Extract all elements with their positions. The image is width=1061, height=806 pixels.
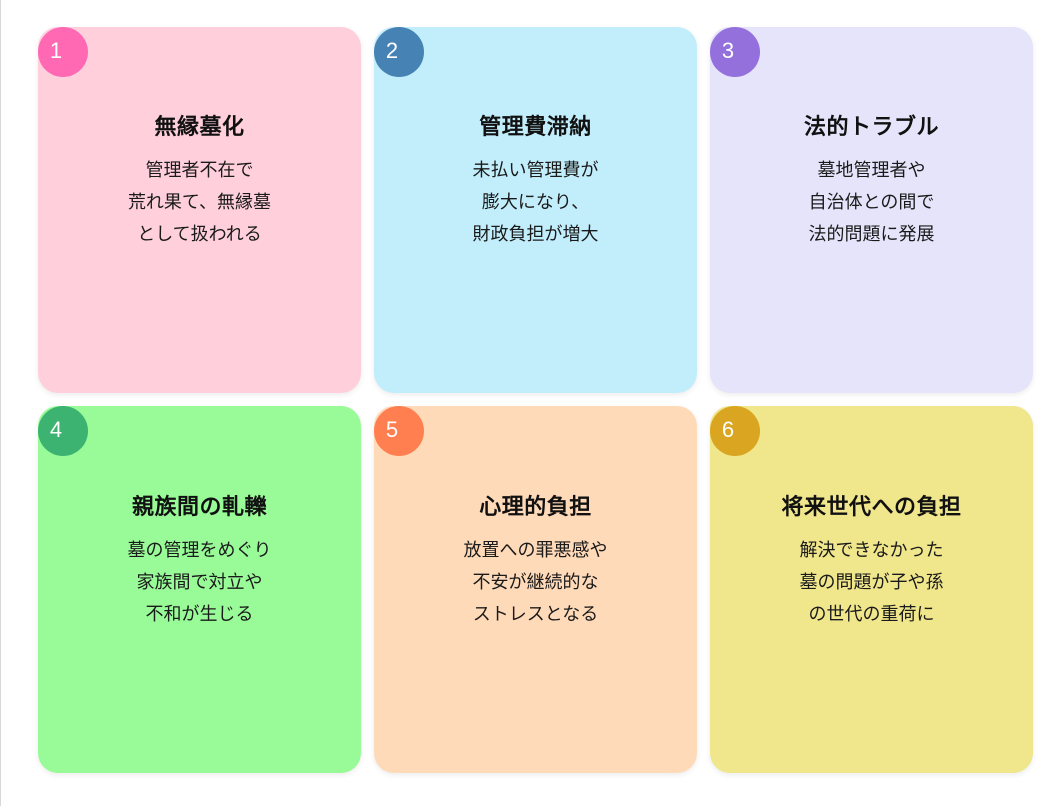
description-line: 自治体との間で <box>808 192 935 213</box>
description-line: 墓の管理をめぐり <box>127 539 272 561</box>
card-description: 未払い管理費が 膨大になり、 財政負担が増大 <box>473 155 599 251</box>
number-badge: 6 <box>710 406 760 456</box>
description-line: 家族間で対立や <box>136 571 263 593</box>
problem-card-6: 6 将来世代への負担 解決できなかった 墓の問題が子や孫 の世代の重荷に <box>710 406 1033 773</box>
card-description: 管理者不在で 荒れ果て、無縁墓 として扱われる <box>128 155 271 251</box>
description-line: 法的問題に発展 <box>808 224 935 245</box>
description-line: 解決できなかった <box>799 539 944 561</box>
description-line: 不和が生じる <box>145 603 254 625</box>
number-badge: 5 <box>374 406 424 456</box>
problem-card-1: 1 無縁墓化 管理者不在で 荒れ果て、無縁墓 として扱われる <box>38 27 361 393</box>
number-badge: 1 <box>38 27 88 77</box>
problem-card-3: 3 法的トラブル 墓地管理者や 自治体との間で 法的問題に発展 <box>710 27 1033 393</box>
description-line: 管理者不在で <box>145 160 254 181</box>
card-title: 心理的負担 <box>479 494 592 520</box>
number-badge: 2 <box>374 27 424 77</box>
description-line: の世代の重荷に <box>808 603 935 625</box>
card-title: 無縁墓化 <box>154 115 245 140</box>
problem-card-4: 4 親族間の軋轢 墓の管理をめぐり 家族間で対立や 不和が生じる <box>38 406 361 773</box>
number-badge: 3 <box>710 27 760 77</box>
description-line: 墓地管理者や <box>817 160 926 181</box>
card-title: 管理費滞納 <box>479 115 592 140</box>
description-line: 財政負担が増大 <box>472 224 599 245</box>
description-line: 荒れ果て、無縁墓 <box>127 192 272 213</box>
description-line: として扱われる <box>137 224 262 245</box>
description-line: 不安が継続的な <box>472 571 599 593</box>
card-description: 墓の管理をめぐり 家族間で対立や 不和が生じる <box>128 535 272 631</box>
description-line: 膨大になり、 <box>481 192 590 213</box>
card-description: 墓地管理者や 自治体との間で 法的問題に発展 <box>809 155 935 251</box>
description-line: 墓の問題が子や孫 <box>799 571 944 593</box>
card-description: 解決できなかった 墓の問題が子や孫 の世代の重荷に <box>800 535 944 631</box>
card-title: 法的トラブル <box>803 115 939 140</box>
problem-card-5: 5 心理的負担 放置への罪悪感や 不安が継続的な ストレスとなる <box>374 406 697 773</box>
description-line: ストレスとなる <box>472 603 599 625</box>
card-title: 将来世代への負担 <box>781 494 962 520</box>
card-description: 放置への罪悪感や 不安が継続的な ストレスとなる <box>464 535 608 631</box>
description-line: 未払い管理費が <box>472 160 599 181</box>
number-badge: 4 <box>38 406 88 456</box>
card-title: 親族間の軋轢 <box>131 494 267 520</box>
description-line: 放置への罪悪感や <box>463 539 608 561</box>
problem-card-2: 2 管理費滞納 未払い管理費が 膨大になり、 財政負担が増大 <box>374 27 697 393</box>
problem-card-grid: 1 無縁墓化 管理者不在で 荒れ果て、無縁墓 として扱われる 2 管理費滞納 未… <box>38 27 1033 773</box>
